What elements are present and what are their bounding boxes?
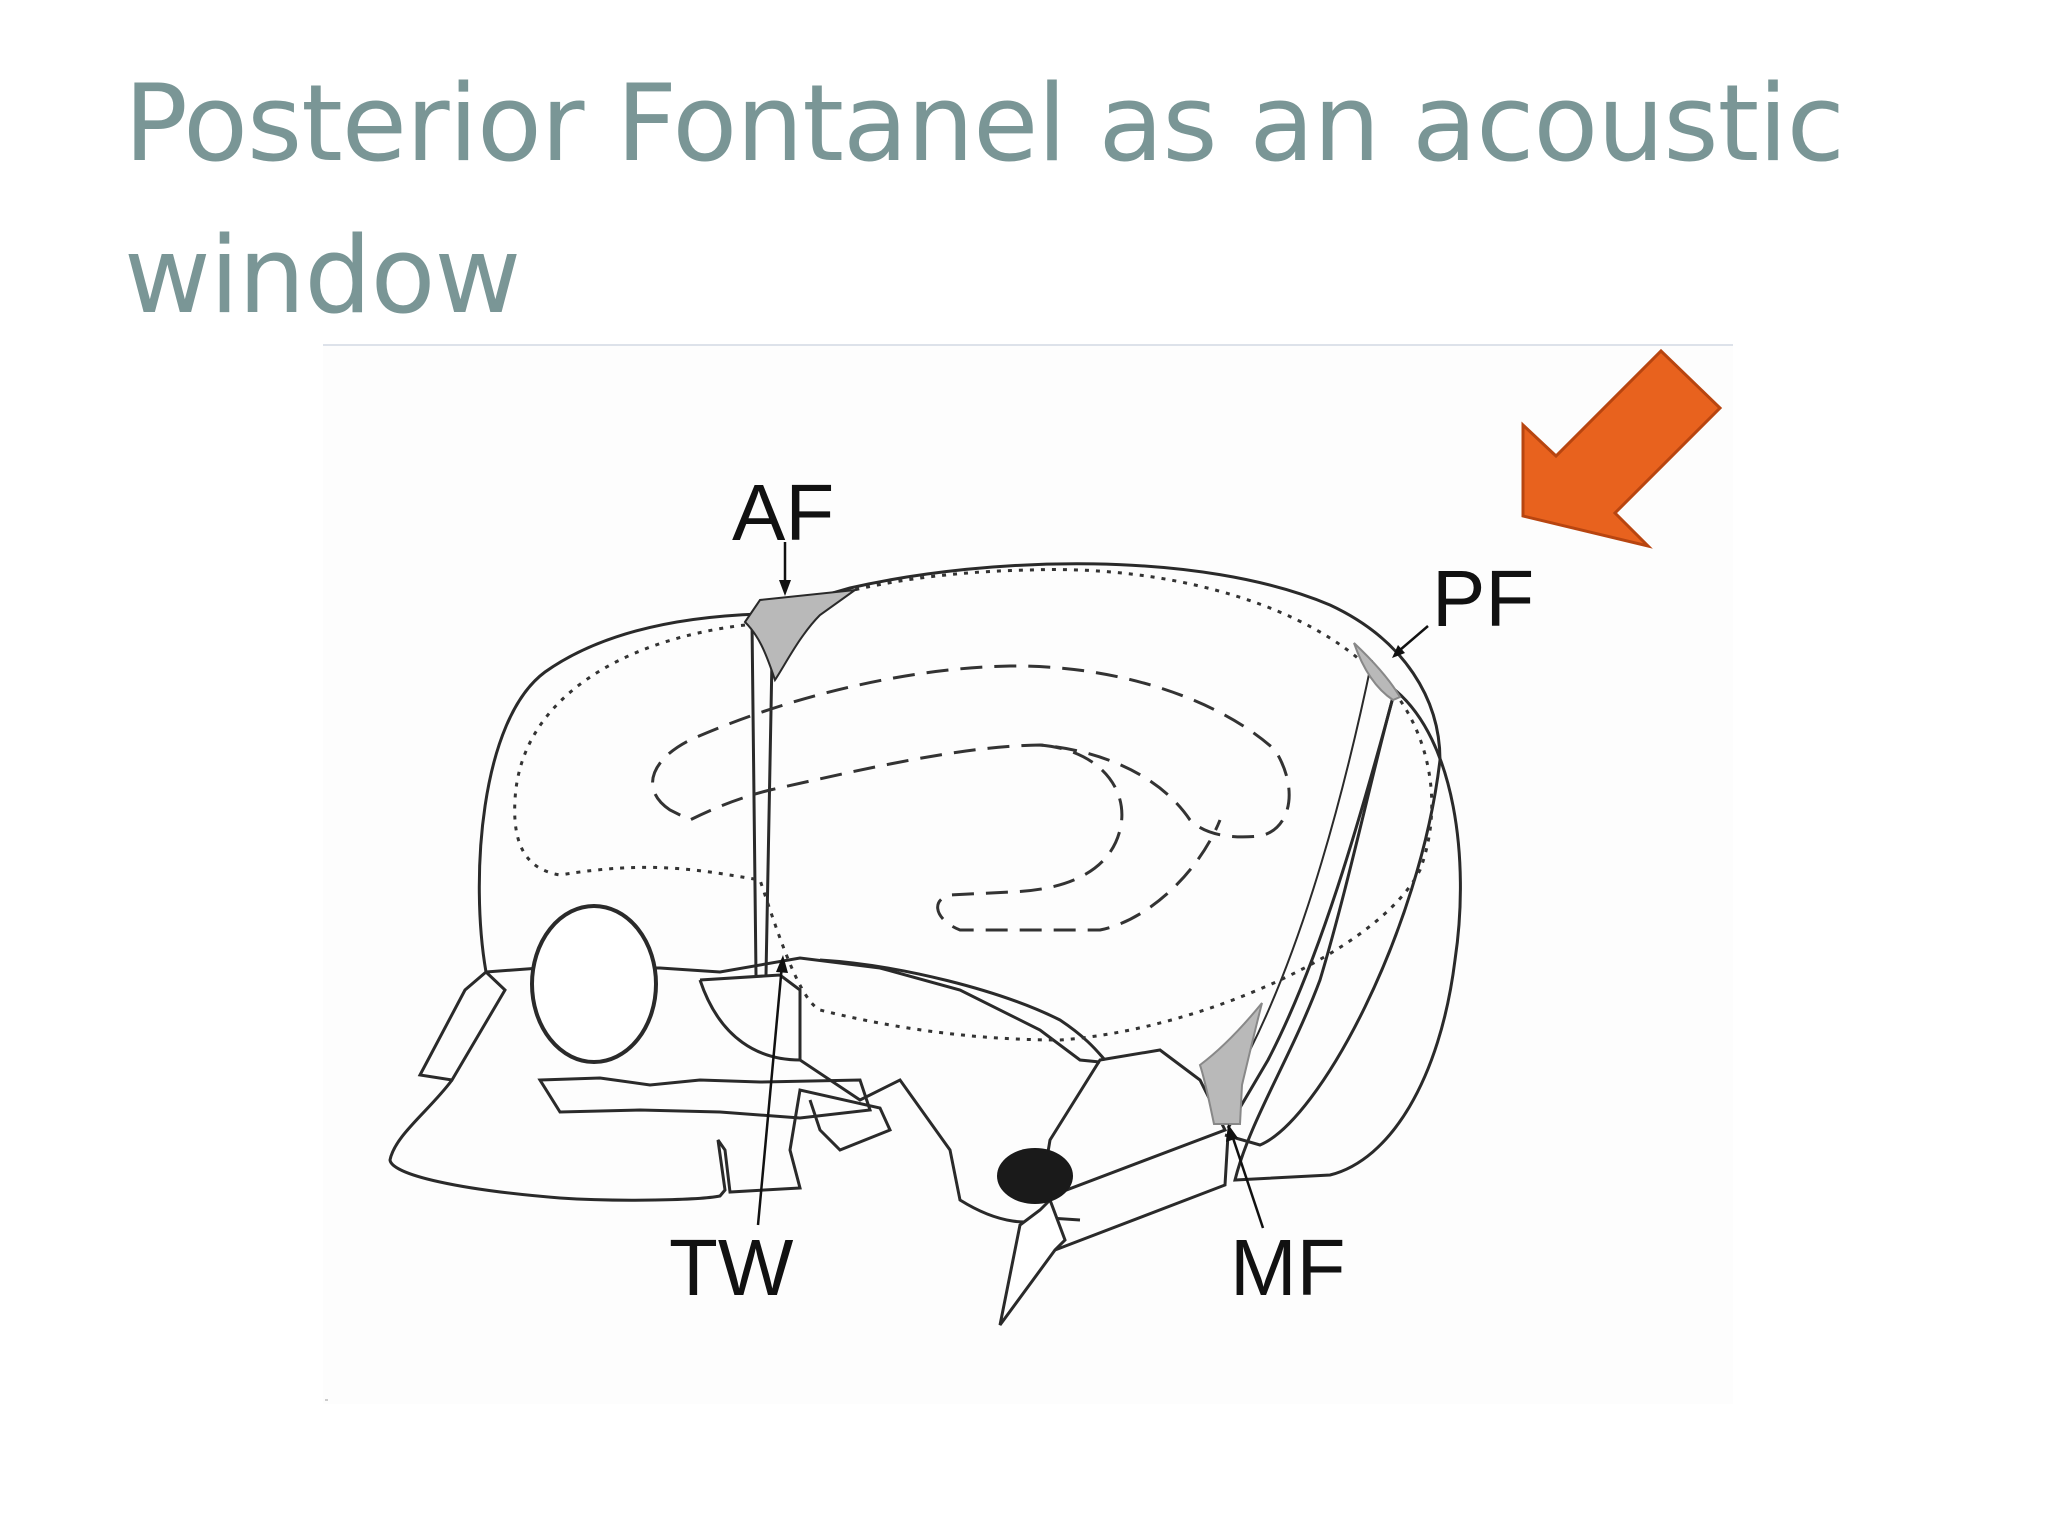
anterior-fontanel — [743, 588, 859, 683]
zygomatic-arch — [537, 1076, 873, 1120]
temporal-horn-dashed — [936, 743, 1222, 932]
slide-title: Posterior Fontanel as an acoustic window — [124, 62, 1845, 337]
lateral-ventricle-dashed — [651, 664, 1291, 839]
maxilla — [388, 1079, 893, 1202]
nasal-frontal-process — [417, 969, 507, 1082]
temporal-squama — [698, 958, 1107, 1062]
lambdoid-suture — [1226, 689, 1397, 1129]
styloid-process — [998, 1197, 1067, 1326]
label-af: AF — [732, 468, 834, 557]
mf-pointer — [1226, 1124, 1265, 1229]
tympanic-plate — [1054, 1134, 1230, 1252]
pf-pointer — [1392, 625, 1429, 658]
brain-outline-dotted — [513, 568, 1434, 1042]
lambdoid-suture-inner — [1249, 659, 1373, 1051]
coronal-suture — [750, 621, 774, 976]
label-mf: MF — [1230, 1223, 1346, 1312]
mastoid-fontanel — [1198, 1002, 1263, 1125]
stray-mark — [325, 1399, 328, 1401]
external-auditory-meatus — [997, 1148, 1073, 1204]
mastoid-process — [1038, 1048, 1228, 1203]
figure-top-rule — [323, 344, 1733, 346]
af-pointer — [779, 542, 791, 596]
label-tw: TW — [669, 1223, 794, 1312]
orbit — [530, 904, 658, 1064]
posterior-fontanel — [1353, 642, 1402, 702]
label-pf: PF — [1432, 554, 1534, 643]
occipital-bone — [1233, 687, 1462, 1182]
cranial-vault-outline — [477, 562, 1442, 1147]
highlight-arrow-shape — [1521, 348, 1723, 549]
tw-pointer — [756, 955, 788, 1226]
